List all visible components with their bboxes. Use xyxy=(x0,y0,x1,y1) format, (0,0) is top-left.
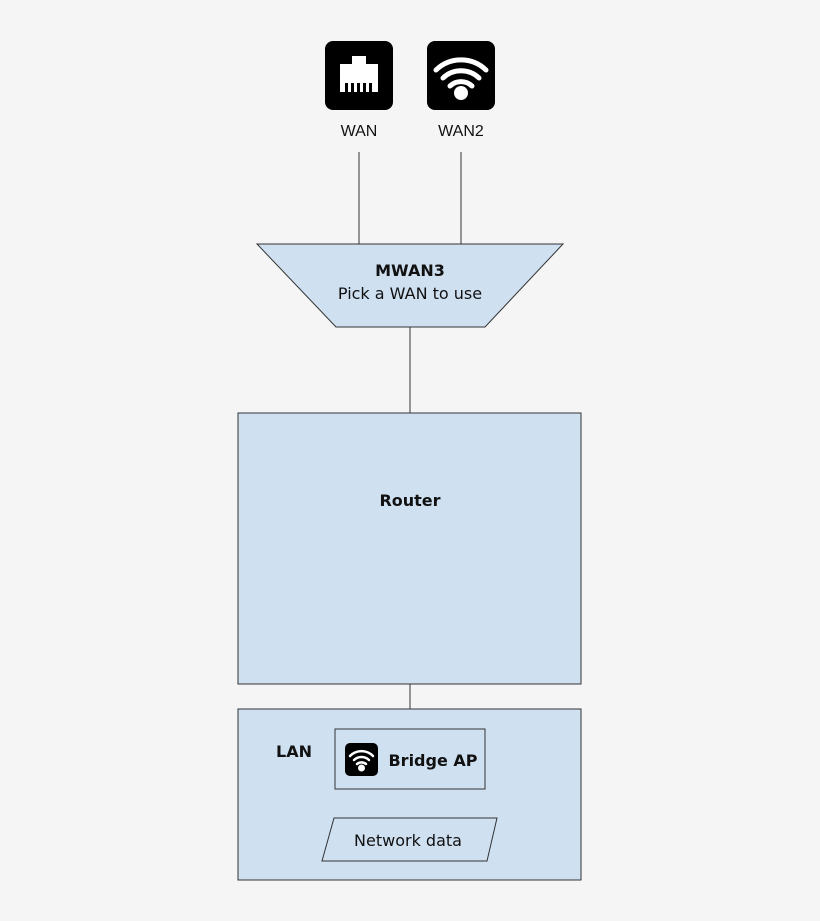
ethernet-port-icon xyxy=(325,41,393,110)
wan2-label: WAN2 xyxy=(438,123,484,140)
wan-label: WAN xyxy=(341,123,378,140)
mwan3-title: MWAN3 xyxy=(375,261,445,280)
bridge-wifi-icon xyxy=(345,743,378,776)
network-data-shape xyxy=(321,817,498,862)
router-title: Router xyxy=(379,491,440,510)
router-box xyxy=(237,412,582,685)
bridge-ap-label: Bridge AP xyxy=(388,751,477,770)
mwan3-selector xyxy=(255,243,565,328)
wifi-icon xyxy=(427,41,495,110)
mwan3-subtitle: Pick a WAN to use xyxy=(338,284,482,303)
lan-label: LAN xyxy=(276,742,312,761)
network-data-label: Network data xyxy=(354,831,462,850)
